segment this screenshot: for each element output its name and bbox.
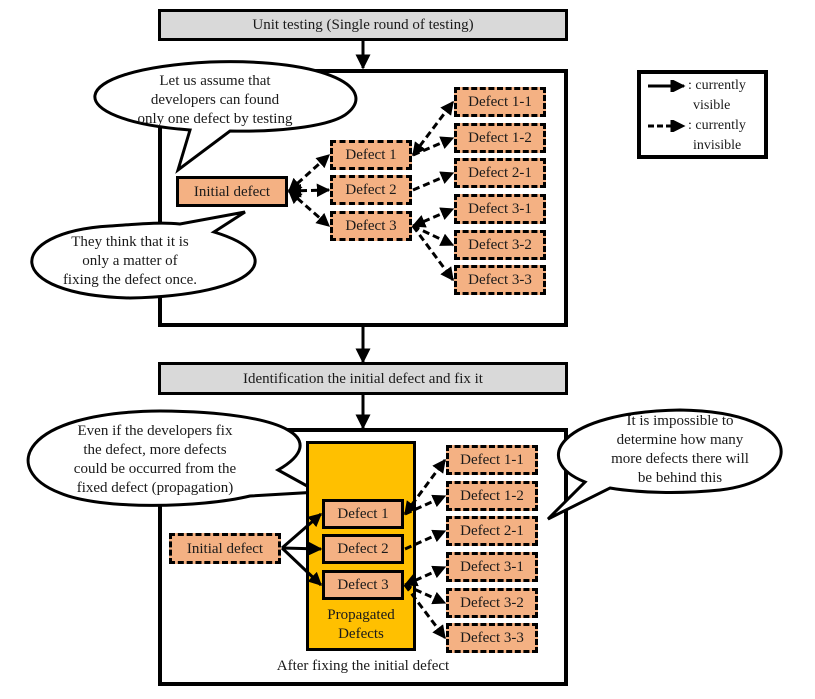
bubble-assume-line: developers can found [150,92,280,108]
legend-solid-label: : currently [688,78,746,93]
p1-defect-1-2: Defect 1-2 [454,123,546,153]
legend-dashed-label: : currently [688,118,746,133]
after-fix-caption: After fixing the initial defect [276,658,450,674]
propagated-defects-label: Propagated Defects [306,605,416,645]
bubble-assume-line: only one defect by testing [137,111,293,127]
legend-solid-arrow-icon [648,80,686,92]
p2-defect-3-1: Defect 3-1 [446,552,538,582]
p1-defect-1: Defect 1 [330,140,412,170]
bubble-think-line: only a matter of [82,253,178,269]
speech-bubble-think [30,210,257,300]
p1-defect-1-1: Defect 1-1 [454,87,546,117]
p2-defect-3-2: Defect 3-2 [446,588,538,618]
bubble-impossible-line: more defects there will [611,451,749,467]
p2-defect-2-1: Defect 2-1 [446,516,538,546]
bubble-impossible-line: It is impossible to [626,413,734,429]
bubble-assume-text: Let us assume that developers can found … [110,72,320,129]
p2-defect-1: Defect 1 [322,499,404,529]
speech-bubble-assume [93,60,358,174]
bubble-impossible-text: It is impossible to determine how many m… [585,412,775,488]
bubble-think-line: They think that it is [71,234,189,250]
identification-header: Identification the initial defect and fi… [158,362,568,395]
bubble-propagation-line: Even if the developers fix [77,423,233,439]
legend-dashed-label-2: invisible [693,138,742,153]
bubble-propagation-text: Even if the developers fix the defect, m… [40,422,270,498]
p2-initial-defect: Initial defect [169,533,281,564]
legend-dashed-arrow-icon [648,120,686,132]
p2-defect-3-3: Defect 3-3 [446,623,538,653]
bubble-impossible-line: determine how many [616,432,744,448]
unit-testing-header: Unit testing (Single round of testing) [158,9,568,41]
propagated-label-line-1: Propagated [327,607,395,623]
p1-defect-3-3: Defect 3-3 [454,265,546,295]
p1-defect-3: Defect 3 [330,211,412,241]
p2-defect-2: Defect 2 [322,534,404,564]
bubble-propagation-line: the defect, more defects [83,442,227,458]
p1-initial-defect: Initial defect [176,176,288,207]
p1-defect-3-2: Defect 3-2 [454,230,546,260]
bubble-assume-line: Let us assume that [159,73,271,89]
p2-defect-1-2: Defect 1-2 [446,481,538,511]
p1-defect-2: Defect 2 [330,175,412,205]
legend-solid-label-2: visible [693,98,731,113]
propagated-label-line-2: Defects [338,626,384,642]
speech-bubble-propagation [26,409,324,507]
bubble-think-text: They think that it is only a matter of f… [40,233,220,290]
p2-defect-3: Defect 3 [322,570,404,600]
bubble-impossible-line: be behind this [637,470,723,486]
p2-defect-1-1: Defect 1-1 [446,445,538,475]
bubble-think-line: fixing the defect once. [62,272,198,288]
bubble-propagation-line: could be occurred from the [73,461,237,477]
p1-defect-3-1: Defect 3-1 [454,194,546,224]
speech-bubble-impossible [546,408,783,521]
p1-defect-2-1: Defect 2-1 [454,158,546,188]
bubble-propagation-line: fixed defect (propagation) [76,480,234,496]
